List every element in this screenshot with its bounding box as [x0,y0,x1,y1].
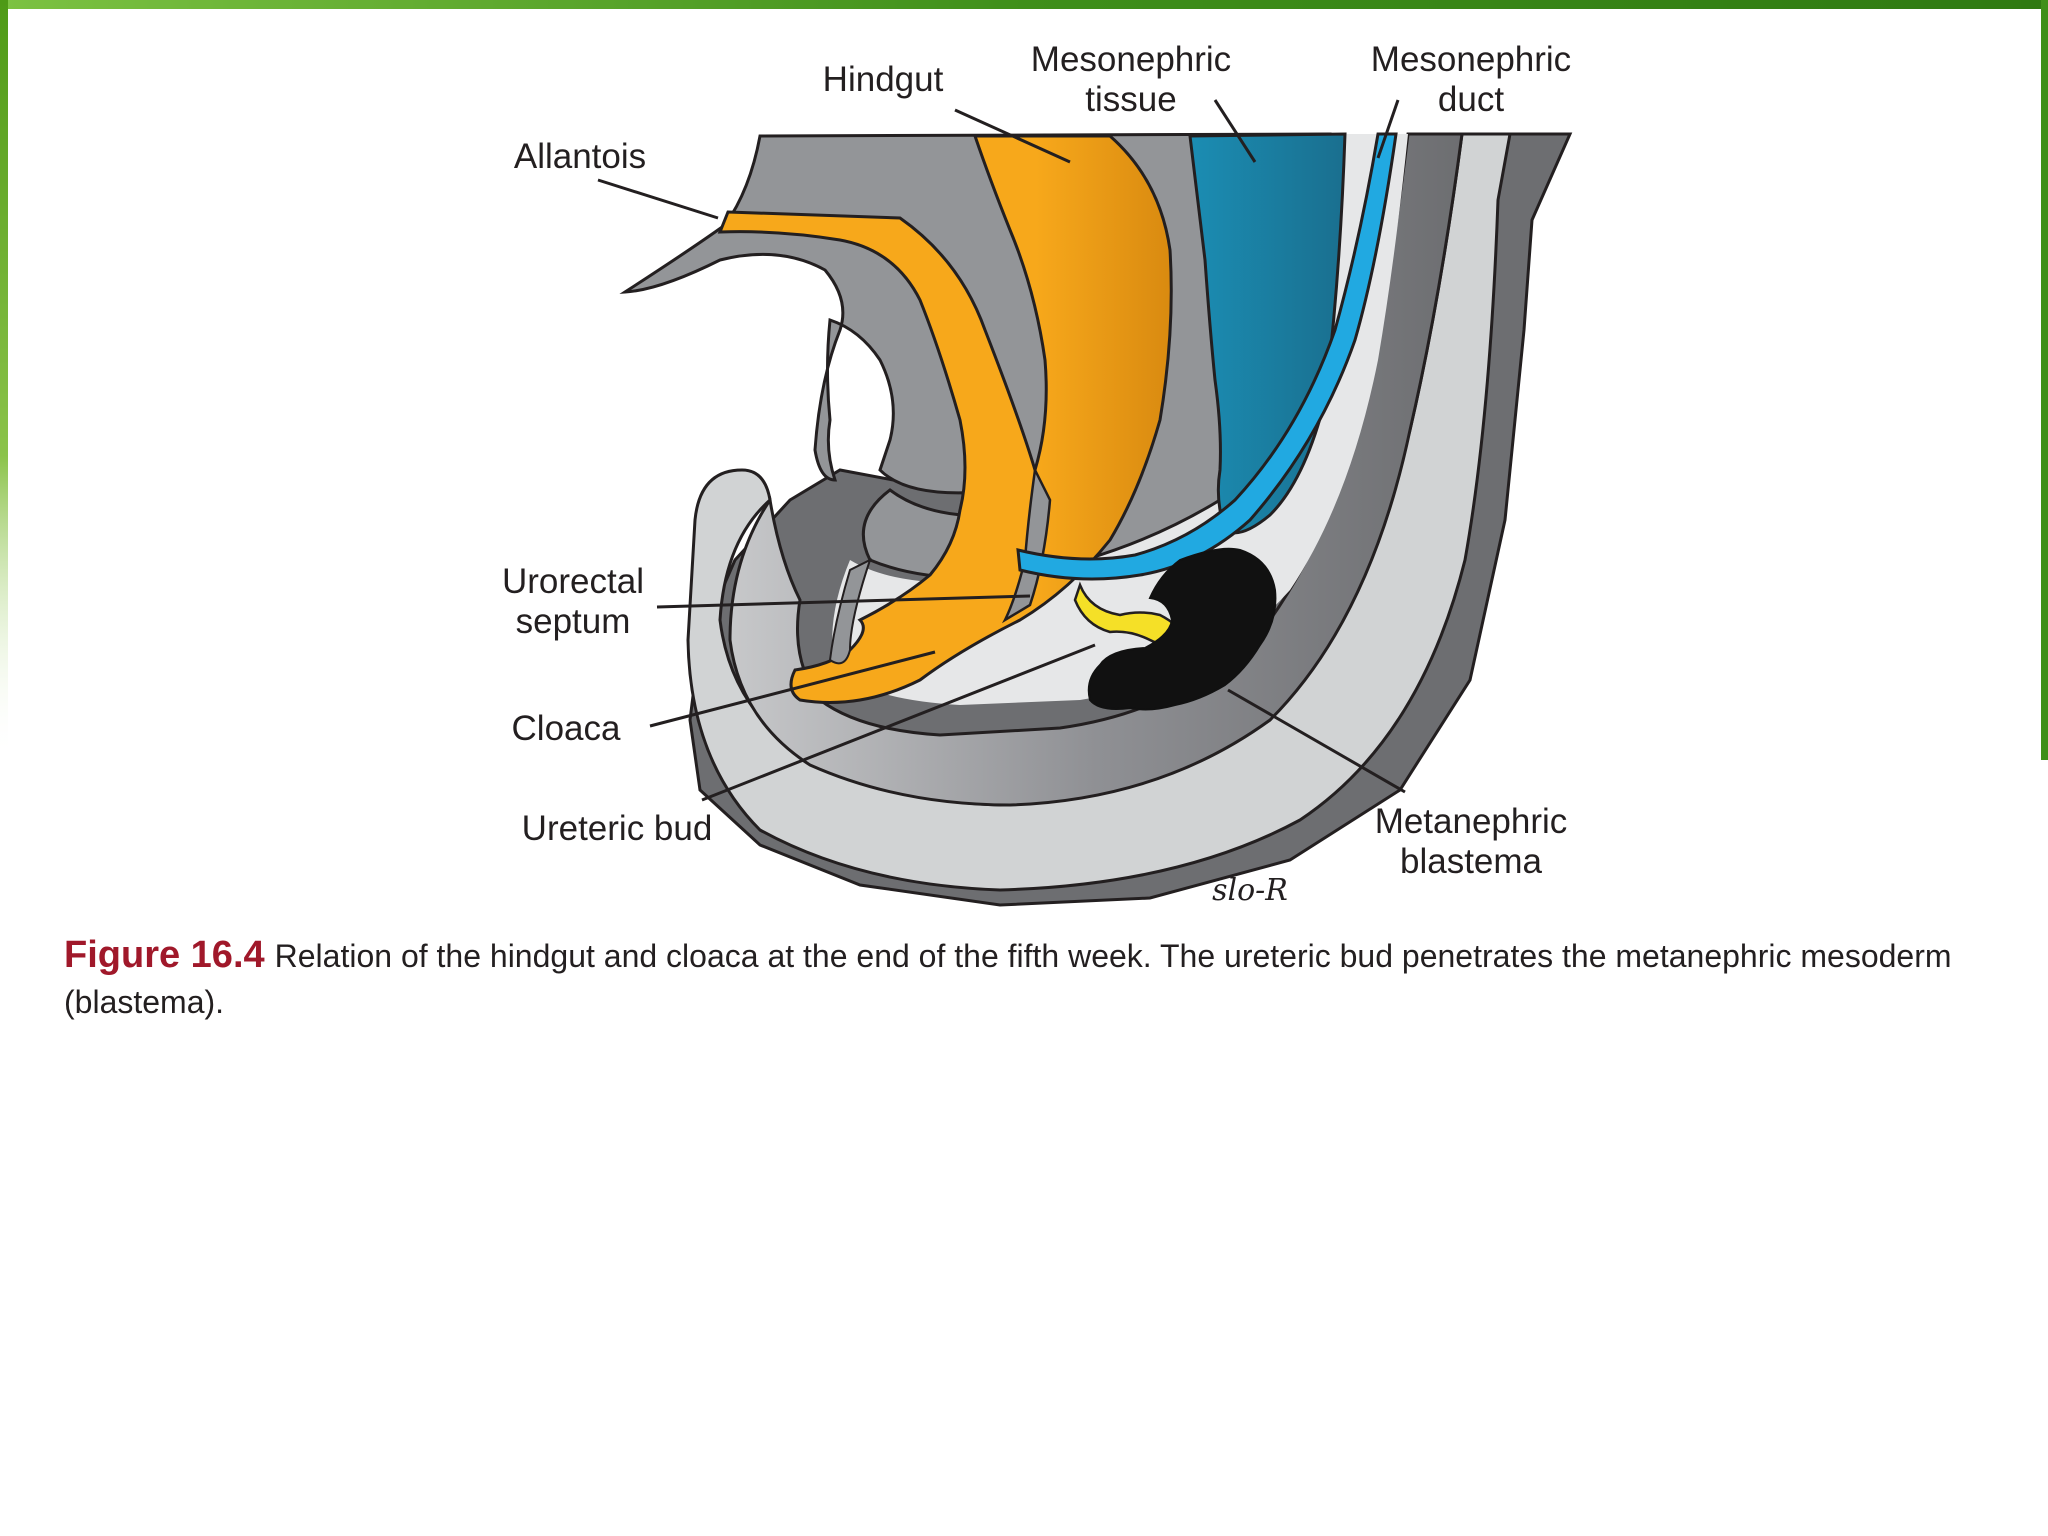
frame-left [0,0,8,760]
label-metanephric-blastema-line2: blastema [1400,842,1543,881]
label-urorectal-septum-line1: Urorectal [502,562,644,601]
leader-urorectal-septum [656,594,1031,609]
label-mesonephric-tissue-line2: tissue [1085,80,1176,119]
leader-hindgut [954,108,1071,164]
caption-text: Relation of the hindgut and cloaca at th… [64,938,1952,1020]
cloaca-cavity [828,558,872,665]
label-cloaca: Cloaca [512,709,621,748]
artist-signature: slo-R [1212,873,1288,908]
urorectal-septum-fold [1001,465,1052,624]
label-ureteric-bud: Ureteric bud [522,809,713,848]
label-mesonephric-duct-line2: duct [1438,80,1504,119]
label-allantois: Allantois [514,137,646,176]
figure-number: Figure 16.4 [64,934,265,976]
pale-inner-region [832,134,1408,705]
leader-cloaca [649,650,936,728]
label-urorectal-septum-line2: septum [516,602,631,641]
mesonephric-duct-shape [1016,132,1398,581]
leader-mesonephric-tissue [1213,99,1257,163]
frame-right [2041,0,2048,760]
leader-metanephric-blastema [1227,688,1406,794]
frame-top [0,0,2048,9]
leader-allantois [597,178,719,220]
metanephric-blastema-shape [1087,547,1277,711]
leader-mesonephric-duct [1376,99,1400,159]
middle-gray-band [728,132,1464,807]
label-metanephric-blastema-line1: Metanephric [1375,802,1568,841]
label-hindgut: Hindgut [823,60,944,99]
label-mesonephric-tissue-line1: Mesonephric [1031,40,1231,79]
label-mesonephric-duct-line1: Mesonephric [1371,40,1571,79]
leader-ureteric-bud [701,643,1096,802]
